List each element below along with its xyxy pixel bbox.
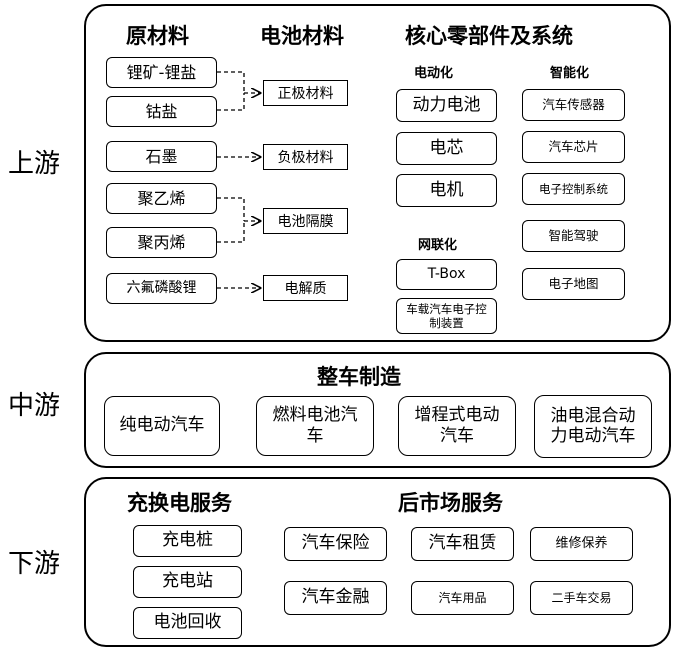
electrification-item: 电机 [396, 174, 497, 207]
raw-material-item: 六氟磷酸锂 [106, 273, 217, 304]
aftermarket-service-header: 后市场服务 [398, 491, 503, 515]
battery-material-item: 负极材料 [263, 144, 348, 170]
intelligence-item: 智能驾驶 [522, 220, 625, 252]
aftermarket-item: 汽车租赁 [411, 527, 514, 561]
vehicle-type-item: 纯电动汽车 [104, 396, 220, 456]
vehicle-type-item: 油电混合动力电动汽车 [534, 395, 652, 458]
intelligence-item: 电子地图 [522, 268, 625, 300]
battery-material-item: 正极材料 [263, 80, 348, 106]
electrification-item: 电芯 [396, 132, 497, 165]
raw-material-item: 聚丙烯 [106, 227, 217, 258]
link-lithium-merge [217, 71, 245, 93]
electrification-item: 动力电池 [396, 89, 497, 122]
link-pe-merge [217, 197, 245, 221]
aftermarket-item: 汽车保险 [284, 527, 387, 561]
link-pp-merge [217, 221, 245, 243]
charging-service-item: 充电站 [133, 566, 242, 598]
connectivity-header: 网联化 [418, 238, 458, 253]
tier-label-downstream: 下游 [8, 549, 61, 579]
raw-materials-header: 原材料 [126, 24, 189, 48]
charging-service-item: 充电桩 [133, 525, 242, 557]
connectivity-item: 车载汽车电子控制装置 [396, 298, 497, 334]
charging-service-header: 充换电服务 [127, 491, 232, 515]
aftermarket-item: 汽车金融 [284, 581, 387, 615]
vehicle-type-item: 增程式电动汽车 [398, 396, 516, 456]
upstream-panel [84, 4, 671, 342]
raw-material-item: 锂矿-锂盐 [106, 57, 217, 88]
vehicle-manufacturing-header: 整车制造 [317, 365, 401, 389]
aftermarket-item: 二手车交易 [530, 581, 633, 615]
raw-material-item: 聚乙烯 [106, 183, 217, 214]
aftermarket-item: 维修保养 [530, 527, 633, 561]
link-cobalt-merge [217, 93, 245, 111]
intelligence-header: 智能化 [550, 66, 590, 81]
intelligence-item: 汽车传感器 [522, 89, 625, 121]
battery-material-item: 电解质 [263, 275, 348, 301]
downstream-panel [84, 477, 671, 647]
intelligence-item: 汽车芯片 [522, 131, 625, 163]
intelligence-item: 电子控制系统 [522, 173, 625, 205]
vehicle-type-item: 燃料电池汽车 [256, 396, 374, 456]
tier-label-upstream: 上游 [8, 149, 61, 179]
core-parts-header: 核心零部件及系统 [405, 24, 573, 48]
raw-material-item: 石墨 [106, 141, 217, 172]
battery-materials-header: 电池材料 [260, 24, 344, 48]
raw-material-item: 钴盐 [106, 96, 217, 127]
battery-material-item: 电池隔膜 [263, 208, 348, 234]
electrification-header: 电动化 [414, 66, 454, 81]
midstream-panel [84, 352, 671, 468]
charging-service-item: 电池回收 [133, 607, 242, 639]
tier-label-midstream: 中游 [8, 391, 61, 421]
aftermarket-item: 汽车用品 [411, 581, 514, 615]
connectivity-item: T-Box [396, 259, 497, 290]
